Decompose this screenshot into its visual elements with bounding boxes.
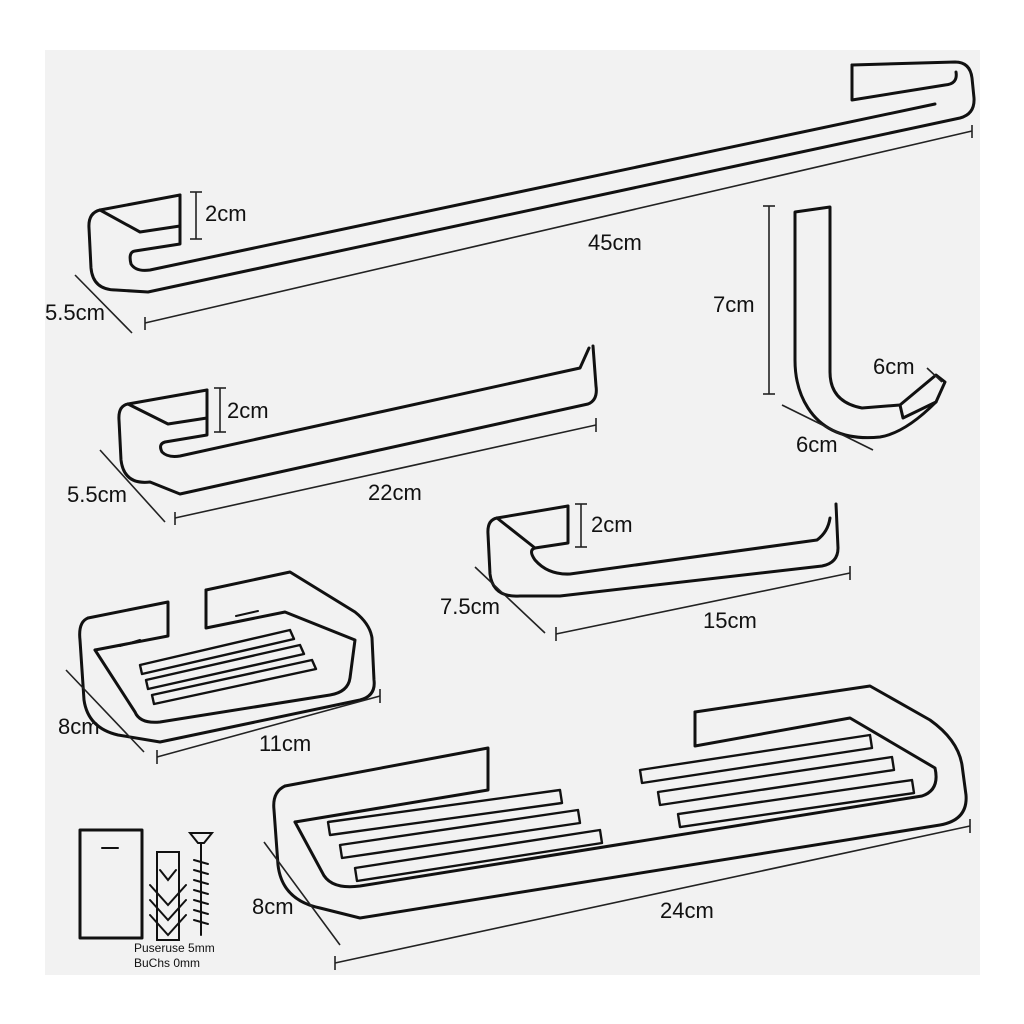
hook-height-label: 7cm [713, 292, 755, 317]
rail45-height-label: 2cm [205, 201, 247, 226]
soap-length-label: 11cm [259, 731, 311, 756]
hardware-line-2: BuChs 0mm [134, 956, 200, 970]
hook-depth-label: 6cm [796, 432, 838, 457]
hardware-line-1: Puseruse 5mm [134, 941, 215, 955]
wall-plug-icon [149, 851, 187, 941]
rail22-depth-label: 5.5cm [67, 482, 127, 507]
towel-rail-45cm: 2cm 45cm 5.5cm [45, 60, 976, 334]
rail15-depth-label: 7.5cm [440, 594, 500, 619]
towel-rail-22cm: 2cm 5.5cm 22cm [67, 344, 598, 525]
shelf-length-label: 24cm [660, 898, 714, 923]
rail15-height-label: 2cm [591, 512, 633, 537]
soap-dish-11cm: 8cm 11cm [58, 570, 381, 764]
rail15-length-label: 15cm [703, 608, 757, 633]
rail22-height-label: 2cm [227, 398, 269, 423]
shelf-depth-label: 8cm [252, 894, 294, 919]
rail45-length-label: 45cm [588, 230, 642, 255]
soap-depth-label: 8cm [58, 714, 100, 739]
hook-tip-label: 6cm [873, 354, 915, 379]
rail22-length-label: 22cm [368, 480, 422, 505]
adhesive-plate-icon [78, 828, 144, 940]
background-panel [45, 50, 980, 975]
rail45-depth-label: 5.5cm [45, 300, 105, 325]
robe-hook: 7cm 6cm 6cm [713, 205, 947, 457]
towel-rail-15cm: 2cm 7.5cm 15cm [440, 502, 851, 641]
shelf-24cm: 8cm 24cm [252, 684, 971, 970]
screw-icon [187, 832, 215, 936]
mounting-hardware: Puseruse 5mm BuChs 0mm [78, 828, 215, 970]
